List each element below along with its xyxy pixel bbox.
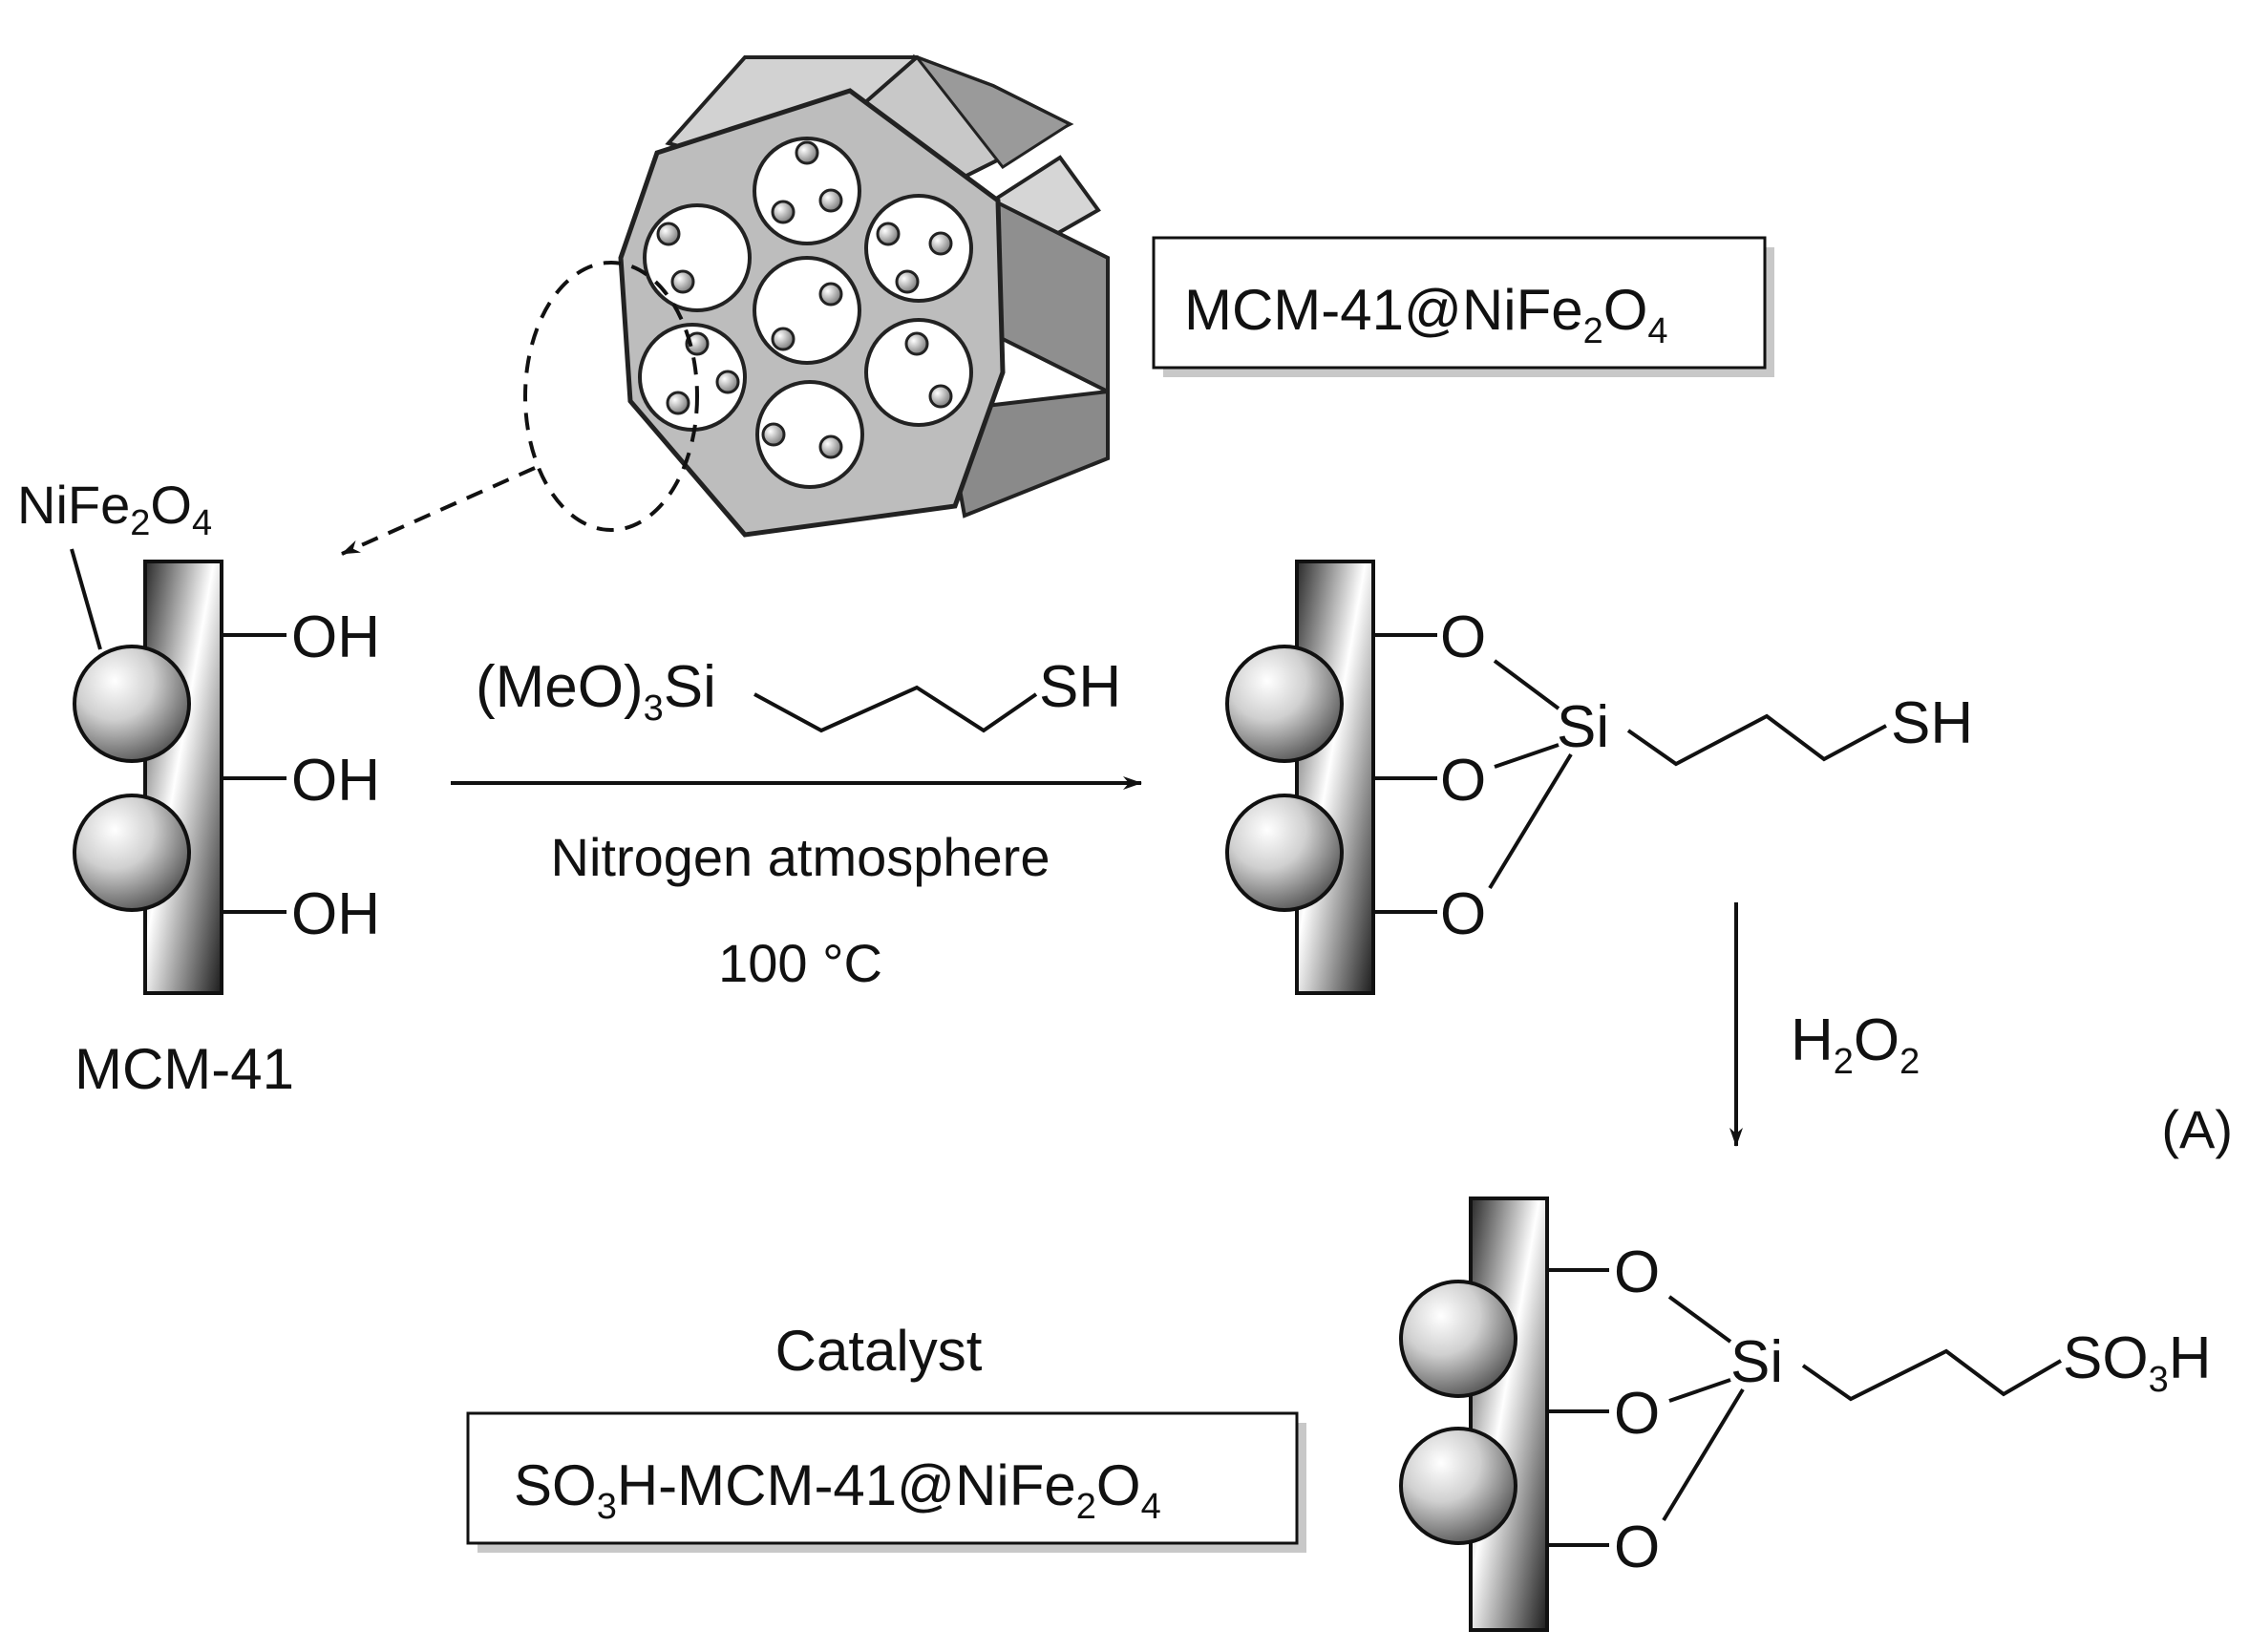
composite-label-box: MCM-41@NiFe2O4	[1152, 236, 1774, 377]
sulfonic-acid-group: SO3H	[2063, 1325, 2212, 1400]
silica-plate	[1295, 560, 1375, 995]
oxygen-atom: O	[1440, 604, 1486, 670]
hydroxyl-group: OH	[291, 748, 380, 814]
zoom-arrow	[341, 466, 536, 556]
nife2o4-particle	[1225, 794, 1344, 912]
silica-plate	[143, 560, 223, 995]
nife2o4-particle	[73, 794, 191, 912]
propyl-chain	[1626, 713, 1887, 767]
mesoporous-framework-icon	[523, 53, 1110, 538]
intermediate-thiol: O O O Si SH	[1225, 560, 1973, 995]
silicon-atom: Si	[1730, 1329, 1783, 1395]
nife2o4-particle	[1399, 1427, 1517, 1545]
catalyst-label-text: SO3H-MCM-41@NiFe2O4	[514, 1453, 1161, 1527]
composite-label-text: MCM-41@NiFe2O4	[1184, 278, 1668, 351]
nife-pointer-label: NiFe2O4	[17, 475, 212, 543]
panel-label: (A)	[2161, 1099, 2233, 1159]
nife2o4-particle	[73, 645, 191, 763]
reagent-trimethoxysilyl: (MeO)3Si	[476, 654, 716, 729]
nife2o4-particle	[1399, 1280, 1517, 1398]
oxygen-atom: O	[1614, 1514, 1660, 1580]
oxygen-atom: O	[1440, 748, 1486, 814]
oxygen-atom: O	[1614, 1381, 1660, 1447]
condition-atmosphere: Nitrogen atmosphere	[551, 827, 1050, 887]
hydroxyl-group: OH	[291, 604, 380, 670]
oxygen-atom: O	[1440, 881, 1486, 947]
support-mcm41: OH OH OH	[73, 560, 380, 995]
reagent-mptms: (MeO)3Si SH	[476, 654, 1121, 733]
thiol-group: SH	[1891, 690, 1973, 756]
catalyst-title: Catalyst	[775, 1319, 983, 1383]
propyl-chain	[753, 685, 1038, 733]
zoom-circle	[523, 261, 699, 532]
catalyst-label-box: SO3H-MCM-41@NiFe2O4	[466, 1411, 1306, 1553]
support-name: MCM-41	[74, 1037, 294, 1101]
nife-pointer-line	[70, 548, 102, 650]
oxidant-label: H2O2	[1791, 1007, 1920, 1082]
nife2o4-particle	[1225, 645, 1344, 763]
hydroxyl-group: OH	[291, 881, 380, 947]
reagent-thiol: SH	[1039, 654, 1121, 720]
oxygen-atom: O	[1614, 1239, 1660, 1305]
silicon-atom: Si	[1557, 694, 1609, 760]
silica-plate	[1469, 1197, 1549, 1632]
catalyst-structure: O O O Si SO3H	[1399, 1197, 2212, 1632]
condition-temperature: 100 °C	[718, 933, 882, 993]
propyl-chain	[1801, 1348, 2063, 1402]
